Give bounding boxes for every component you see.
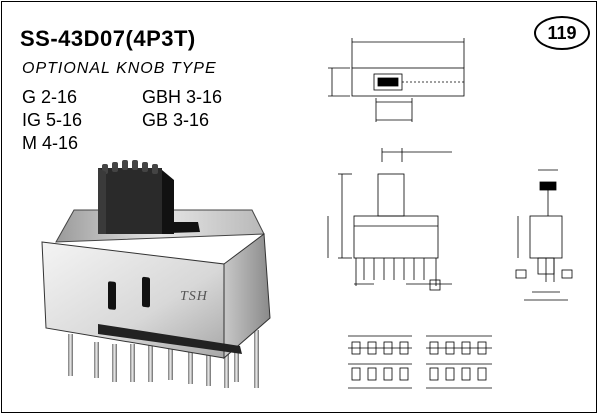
variant-item: IG 5-16 <box>22 110 83 130</box>
switch-pins <box>68 330 259 388</box>
page-number-badge: 119 <box>534 16 590 50</box>
brand-logo: TSH <box>180 289 208 304</box>
circuit-diagram-right <box>426 335 492 389</box>
variant-item: GB 3-16 <box>142 110 210 130</box>
variant-item: GBH 3-16 <box>142 87 223 107</box>
side-view-drawing <box>515 169 573 301</box>
page-subtitle: OPTIONAL KNOB TYPE <box>22 60 217 77</box>
circuit-diagram-left <box>348 335 412 389</box>
page-title: SS-43D07(4P3T) <box>20 26 196 51</box>
top-view-drawing <box>328 38 465 122</box>
variant-item: M 4-16 <box>22 133 79 153</box>
variant-item: G 2-16 <box>22 87 78 107</box>
front-view-drawing <box>327 148 452 291</box>
switch-knob <box>98 160 174 234</box>
catalog-page: SS-43D07(4P3T) OPTIONAL KNOB TYPE G 2-16… <box>1 1 597 413</box>
